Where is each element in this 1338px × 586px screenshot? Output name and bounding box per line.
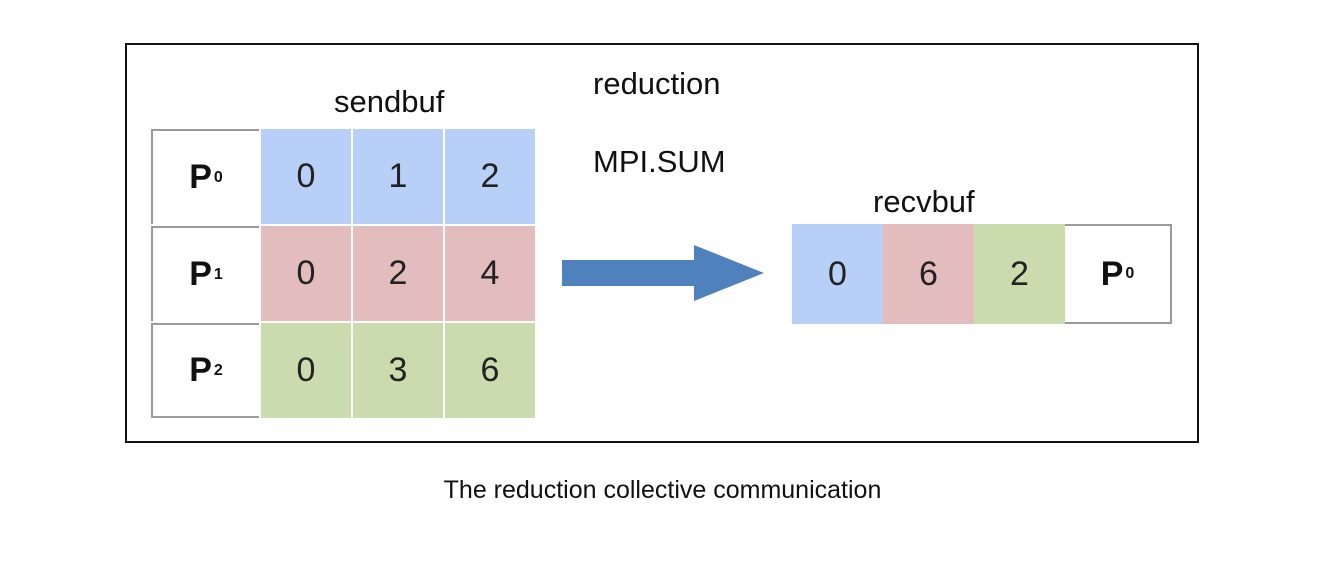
mpi-sum-label: MPI.SUM bbox=[593, 144, 726, 179]
sendbuf-cell: 0 bbox=[261, 323, 351, 418]
recvbuf-cell: 2 bbox=[974, 224, 1065, 324]
sendbuf-cell: 6 bbox=[445, 323, 535, 418]
recvbuf-label: recvbuf bbox=[873, 184, 975, 219]
sendbuf-label: sendbuf bbox=[334, 84, 445, 119]
recvbuf-cell: 0 bbox=[792, 224, 883, 324]
sendbuf-cell: 2 bbox=[353, 226, 443, 321]
right-arrow-icon bbox=[562, 245, 764, 301]
reduction-label: reduction bbox=[593, 66, 721, 101]
sendbuf-cell: 4 bbox=[445, 226, 535, 321]
sendbuf-cell: 0 bbox=[261, 129, 351, 224]
sendbuf-cell: 1 bbox=[353, 129, 443, 224]
figure-caption: The reduction collective communication bbox=[443, 476, 882, 504]
sendbuf-cell: 0 bbox=[261, 226, 351, 321]
sendbuf-cell: 2 bbox=[445, 129, 535, 224]
recvbuf-cell: 6 bbox=[883, 224, 974, 324]
sendbuf-cell: 3 bbox=[353, 323, 443, 418]
